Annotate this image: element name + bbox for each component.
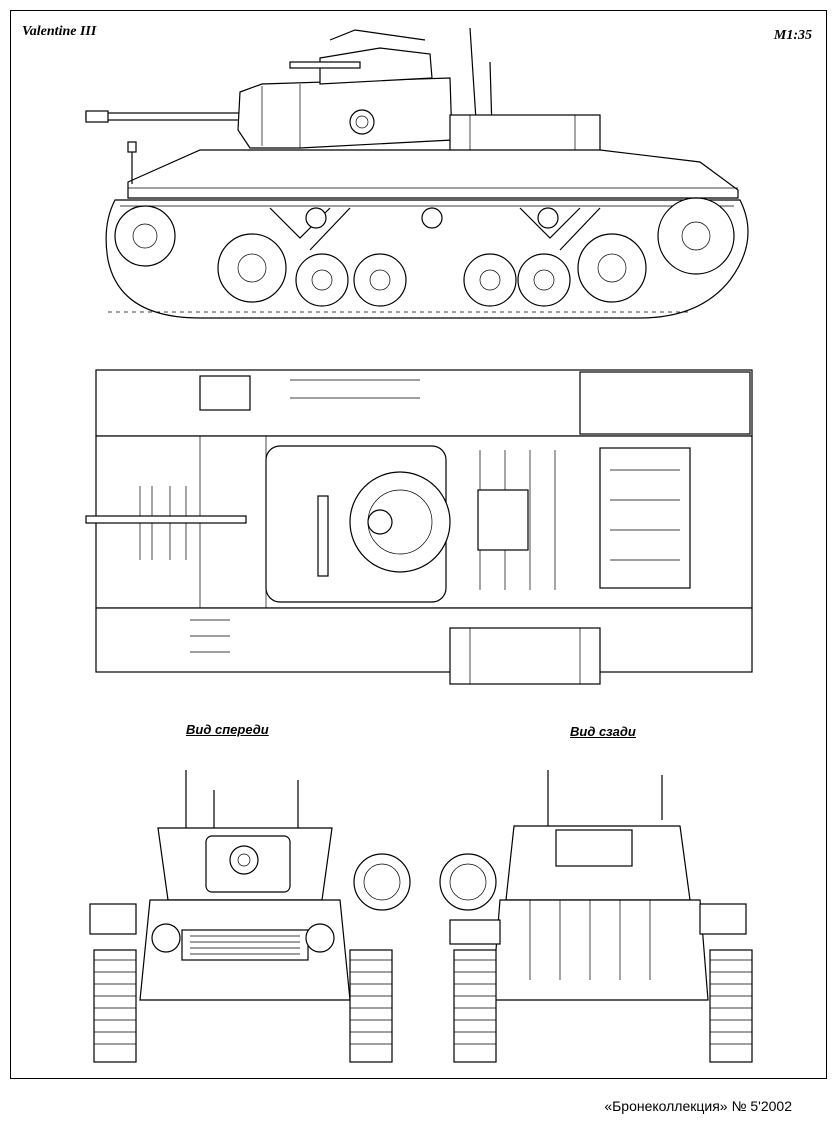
source-credit: «Бронеколлекция» № 5'2002 (604, 1098, 792, 1114)
top-view (85, 369, 753, 685)
side-view (85, 27, 749, 319)
rear-view (439, 770, 753, 1063)
front-view (89, 770, 411, 1063)
front-view-caption: Вид спереди (186, 722, 269, 737)
scale-label: M1:35 (773, 28, 812, 43)
drawing-title: Valentine III (22, 24, 97, 39)
drawing-frame (10, 10, 827, 1079)
rear-view-caption: Вид сзади (570, 724, 636, 739)
